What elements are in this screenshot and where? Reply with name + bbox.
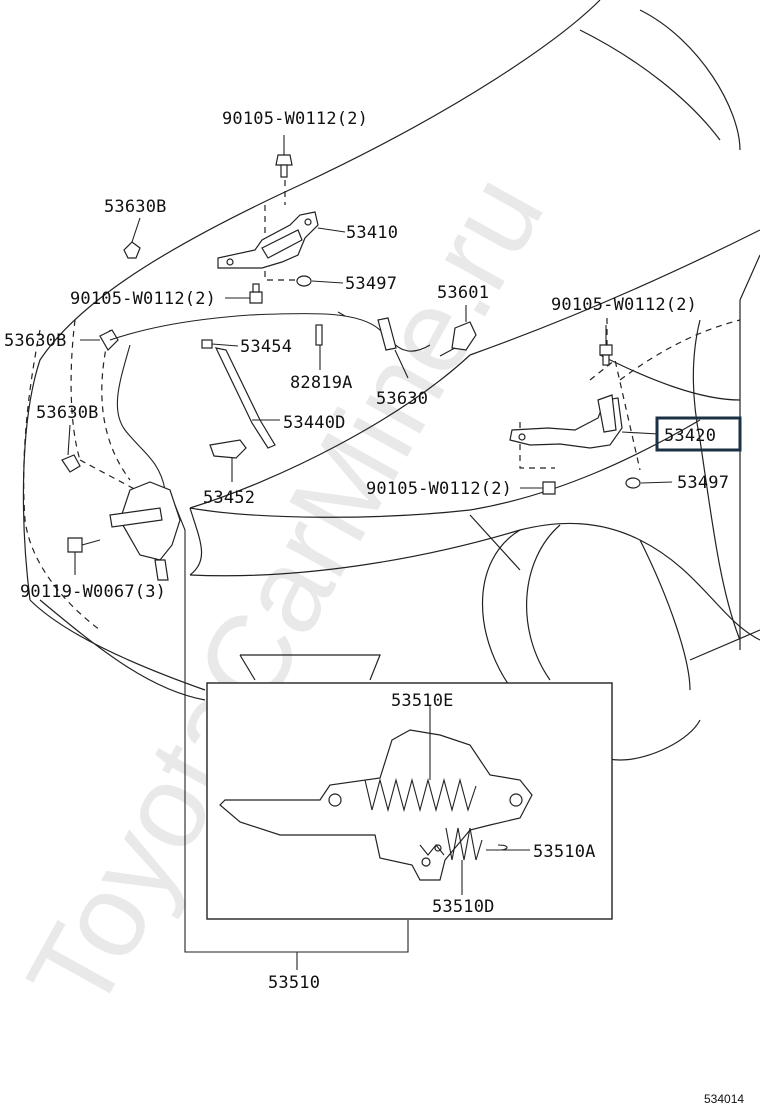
label-grommet: 82819A — [290, 373, 353, 393]
label-clamp-top: 53630B — [104, 197, 167, 217]
highlight-box — [655, 416, 742, 452]
label-stay-holder: 53452 — [203, 488, 255, 508]
release-cable — [109, 311, 431, 491]
bolt-bottom-icon — [520, 481, 556, 495]
label-stay-rod: 53440D — [283, 413, 346, 433]
label-bolt-lock: 90119-W0067(3) — [20, 582, 166, 602]
label-cable: 53630 — [376, 389, 428, 409]
cushion-rh — [625, 477, 673, 489]
cushion-lh — [296, 275, 344, 287]
grommet — [315, 324, 323, 370]
label-rod-clip: 53454 — [240, 337, 292, 357]
bolt-left-icon — [225, 283, 263, 304]
label-spring-d: 53510D — [432, 897, 495, 917]
part-labels: 90105-W0112(2) 53410 53497 53630B 90105-… — [4, 109, 744, 1106]
label-hinge-lh: 53410 — [346, 223, 398, 243]
label-bolt-left: 90105-W0112(2) — [70, 289, 216, 309]
figure-code: 534014 — [704, 1092, 744, 1106]
hood-hinge-rh — [509, 318, 659, 471]
label-lever: 53601 — [437, 283, 489, 303]
hood-hinge-lh — [217, 180, 346, 281]
label-cushion-rh: 53497 — [677, 473, 729, 493]
label-cushion-lh: 53497 — [345, 274, 397, 294]
label-bolt-top: 90105-W0112(2) — [222, 109, 368, 129]
release-lever — [439, 305, 477, 357]
bolt-lock-icon — [67, 537, 101, 575]
bolt-icon — [275, 135, 293, 178]
label-spring-a: 53510A — [533, 842, 596, 862]
stay-holder — [209, 439, 247, 482]
cable-clamp-left — [61, 329, 119, 473]
label-bolt-bottom: 90105-W0112(2) — [366, 479, 512, 499]
label-bolt-right: 90105-W0112(2) — [551, 295, 697, 315]
lock-detail — [219, 705, 533, 895]
cable-clamp-top — [123, 217, 141, 259]
rod-clip — [201, 339, 239, 349]
hood-stay-rod — [214, 347, 280, 449]
label-clamp-left-1: 53630B — [4, 331, 67, 351]
hood-lock — [109, 481, 181, 581]
bolt-right-icon — [599, 325, 613, 366]
label-spring-e: 53510E — [391, 691, 454, 711]
label-clamp-left-2: 53630B — [36, 403, 99, 423]
label-hinge-rh: 53420 — [664, 426, 716, 446]
label-lock-assy: 53510 — [268, 973, 320, 993]
